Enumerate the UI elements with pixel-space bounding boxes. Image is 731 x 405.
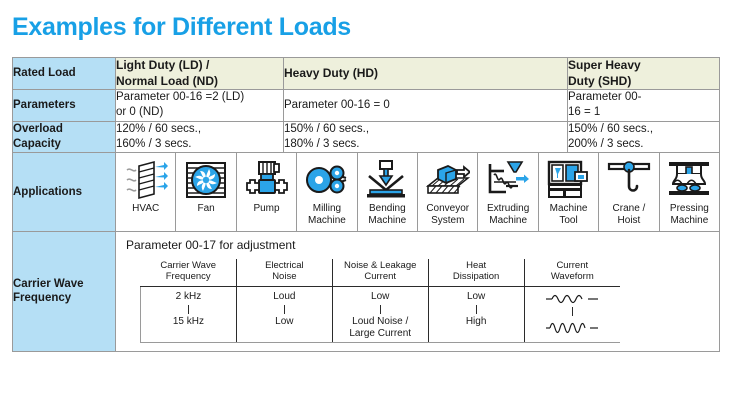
- carrier-wave-value-top: Low: [371, 291, 390, 303]
- table-row-parameters: Parameters Parameter 00-16 =2 (LD) or 0 …: [12, 89, 720, 122]
- row-label-parameters: Parameters: [12, 89, 116, 122]
- carrier-wave-value-bottom: 15 kHz: [172, 315, 204, 327]
- waveform-high-ripple-icon: [544, 318, 600, 336]
- overload-heavy-duty: 150% / 60 secs., 180% / 3 secs.: [283, 120, 568, 154]
- hvac-icon: [124, 158, 168, 202]
- table-row-rated-load: Rated Load Light Duty (LD) / Normal Load…: [12, 56, 720, 91]
- parameters-super-heavy-duty: Parameter 00- 16 = 1: [567, 89, 720, 122]
- application-item: Conveyor System: [418, 153, 479, 232]
- application-item: Machine Tool: [539, 153, 600, 232]
- pressing-machine-icon: [667, 158, 711, 202]
- application-caption: Machine Tool: [549, 203, 588, 226]
- applications-cell: HVAC Fan Pump Milling Machine Bending Ma…: [115, 152, 720, 233]
- pump-icon: [245, 158, 289, 202]
- parameters-light-duty: Parameter 00-16 =2 (LD) or 0 (ND): [115, 89, 284, 122]
- application-caption: Milling Machine: [308, 203, 346, 226]
- range-connector: [475, 304, 477, 314]
- carrier-wave-value-bottom: Low: [275, 315, 294, 327]
- header-light-duty: Light Duty (LD) / Normal Load (ND): [115, 56, 284, 91]
- overload-super-heavy-duty: 150% / 60 secs., 200% / 3 secs.: [567, 120, 720, 154]
- bending-machine-icon: [365, 158, 409, 202]
- carrier-wave-value-cell: 2 kHz 15 kHz: [140, 286, 237, 343]
- carrier-wave-value-cell: [523, 286, 620, 343]
- carrier-wave-column-header: Heat Dissipation: [428, 259, 525, 288]
- overload-light-duty: 120% / 60 secs., 160% / 3 secs.: [115, 120, 284, 154]
- page-title: Examples for Different Loads: [12, 13, 351, 41]
- crane-hoist-icon: [607, 158, 651, 202]
- header-super-heavy-duty: Super Heavy Duty (SHD): [567, 56, 720, 91]
- carrier-wave-note: Parameter 00-17 for adjustment: [126, 238, 296, 253]
- carrier-wave-cell: Parameter 00-17 for adjustment Carrier W…: [115, 231, 720, 352]
- carrier-wave-value-top: 2 kHz: [175, 291, 202, 303]
- row-label-carrier-wave: Carrier Wave Frequency: [12, 231, 116, 352]
- row-label-applications: Applications: [12, 152, 116, 233]
- carrier-wave-value-bottom: Loud Noise / Large Current: [349, 315, 412, 339]
- table-row-applications: Applications HVAC Fan Pump: [12, 152, 720, 233]
- application-caption: Extruding Machine: [487, 203, 530, 226]
- loads-table: Rated Load Light Duty (LD) / Normal Load…: [12, 56, 720, 352]
- range-connector: [379, 304, 381, 314]
- application-caption: Bending Machine: [368, 203, 407, 226]
- carrier-wave-value-top: Loud: [273, 291, 296, 303]
- table-row-carrier-wave: Carrier Wave Frequency Parameter 00-17 f…: [12, 231, 720, 352]
- conveyor-system-icon: [425, 158, 470, 202]
- carrier-wave-column-header: Noise & Leakage Current: [332, 259, 429, 288]
- carrier-wave-value-top: Low: [466, 291, 486, 303]
- application-item: Pressing Machine: [660, 153, 719, 231]
- carrier-wave-column-header: Current Waveform: [524, 259, 620, 288]
- fan-icon: [185, 158, 227, 202]
- application-item: Bending Machine: [358, 153, 419, 232]
- range-connector: [571, 307, 573, 317]
- carrier-wave-column-header: Electrical Noise: [236, 259, 333, 288]
- carrier-wave-column-header: Carrier Wave Frequency: [140, 259, 237, 288]
- application-item: HVAC: [116, 153, 177, 232]
- machine-tool-icon: [547, 158, 591, 202]
- application-caption: Fan: [197, 203, 215, 215]
- application-caption: HVAC: [132, 203, 160, 215]
- range-connector: [187, 304, 189, 314]
- carrier-wave-block: Parameter 00-17 for adjustment Carrier W…: [116, 232, 719, 351]
- extruding-machine-icon: [486, 158, 530, 202]
- carrier-wave-value-bottom: High: [465, 315, 487, 327]
- application-caption: Conveyor System: [426, 203, 470, 226]
- application-item: Pump: [237, 153, 298, 232]
- header-heavy-duty: Heavy Duty (HD): [283, 56, 568, 91]
- application-caption: Pressing Machine: [669, 203, 709, 226]
- waveform-low-ripple-icon: [544, 291, 600, 305]
- application-item: Milling Machine: [297, 153, 358, 232]
- application-item: Extruding Machine: [478, 153, 539, 232]
- milling-machine-icon: [305, 158, 349, 202]
- table-row-overload-capacity: Overload Capacity 120% / 60 secs., 160% …: [12, 120, 720, 154]
- application-item: Crane / Hoist: [599, 153, 660, 232]
- application-item: Fan: [176, 153, 237, 232]
- application-caption: Pump: [253, 203, 280, 215]
- range-connector: [283, 304, 285, 314]
- parameters-heavy-duty: Parameter 00-16 = 0: [283, 89, 568, 122]
- row-label-overload-capacity: Overload Capacity: [12, 120, 116, 154]
- application-caption: Crane / Hoist: [612, 203, 646, 226]
- applications-list: HVAC Fan Pump Milling Machine Bending Ma…: [116, 153, 719, 232]
- row-label-rated-load: Rated Load: [12, 56, 116, 91]
